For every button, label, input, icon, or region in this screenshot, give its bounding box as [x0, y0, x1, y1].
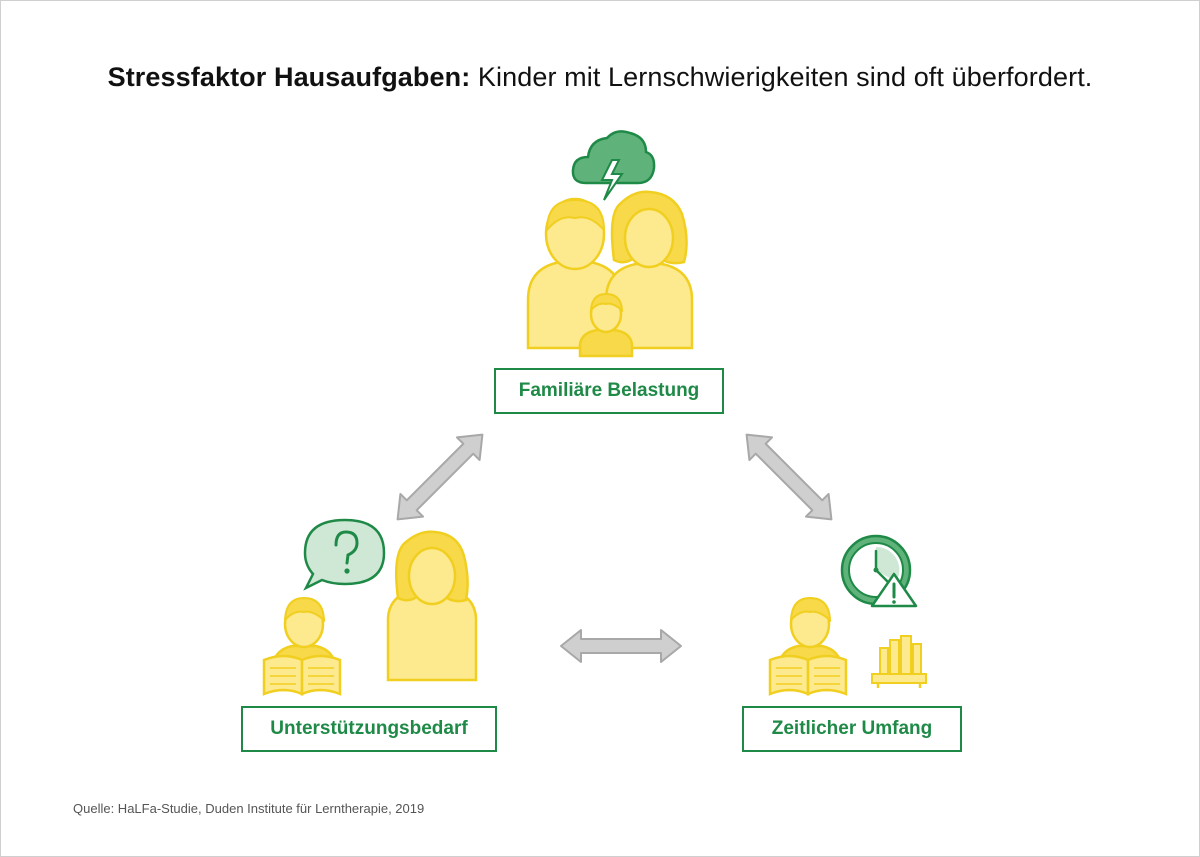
title-rest: Kinder mit Lernschwierigkeiten sind oft …	[470, 62, 1093, 92]
adult-helper-icon	[386, 530, 478, 682]
open-book-icon	[262, 654, 342, 696]
double-arrow-bottom	[560, 629, 682, 663]
label-familiaere-belastung: Familiäre Belastung	[494, 368, 724, 414]
source-note: Quelle: HaLFa-Studie, Duden Institute fü…	[73, 801, 425, 816]
question-bubble-icon	[303, 518, 386, 591]
open-book-right-icon	[768, 654, 848, 696]
storm-cloud-icon	[571, 130, 656, 201]
double-arrow-top-right	[745, 433, 833, 521]
page-title: Stressfaktor Hausaufgaben: Kinder mit Le…	[0, 62, 1200, 93]
bookshelf-icon	[871, 635, 927, 688]
label-unterstuetzungsbedarf: Unterstützungsbedarf	[241, 706, 497, 752]
title-bold: Stressfaktor Hausaufgaben:	[107, 62, 471, 92]
label-text-right: Zeitlicher Umfang	[771, 718, 933, 739]
warning-icon	[870, 572, 918, 608]
label-text-left: Unterstützungsbedarf	[270, 718, 468, 739]
child-icon	[578, 292, 634, 358]
mother-icon	[604, 190, 694, 350]
double-arrow-top-left	[396, 433, 484, 521]
label-text-top: Familiäre Belastung	[518, 380, 700, 401]
label-zeitlicher-umfang: Zeitlicher Umfang	[742, 706, 962, 752]
